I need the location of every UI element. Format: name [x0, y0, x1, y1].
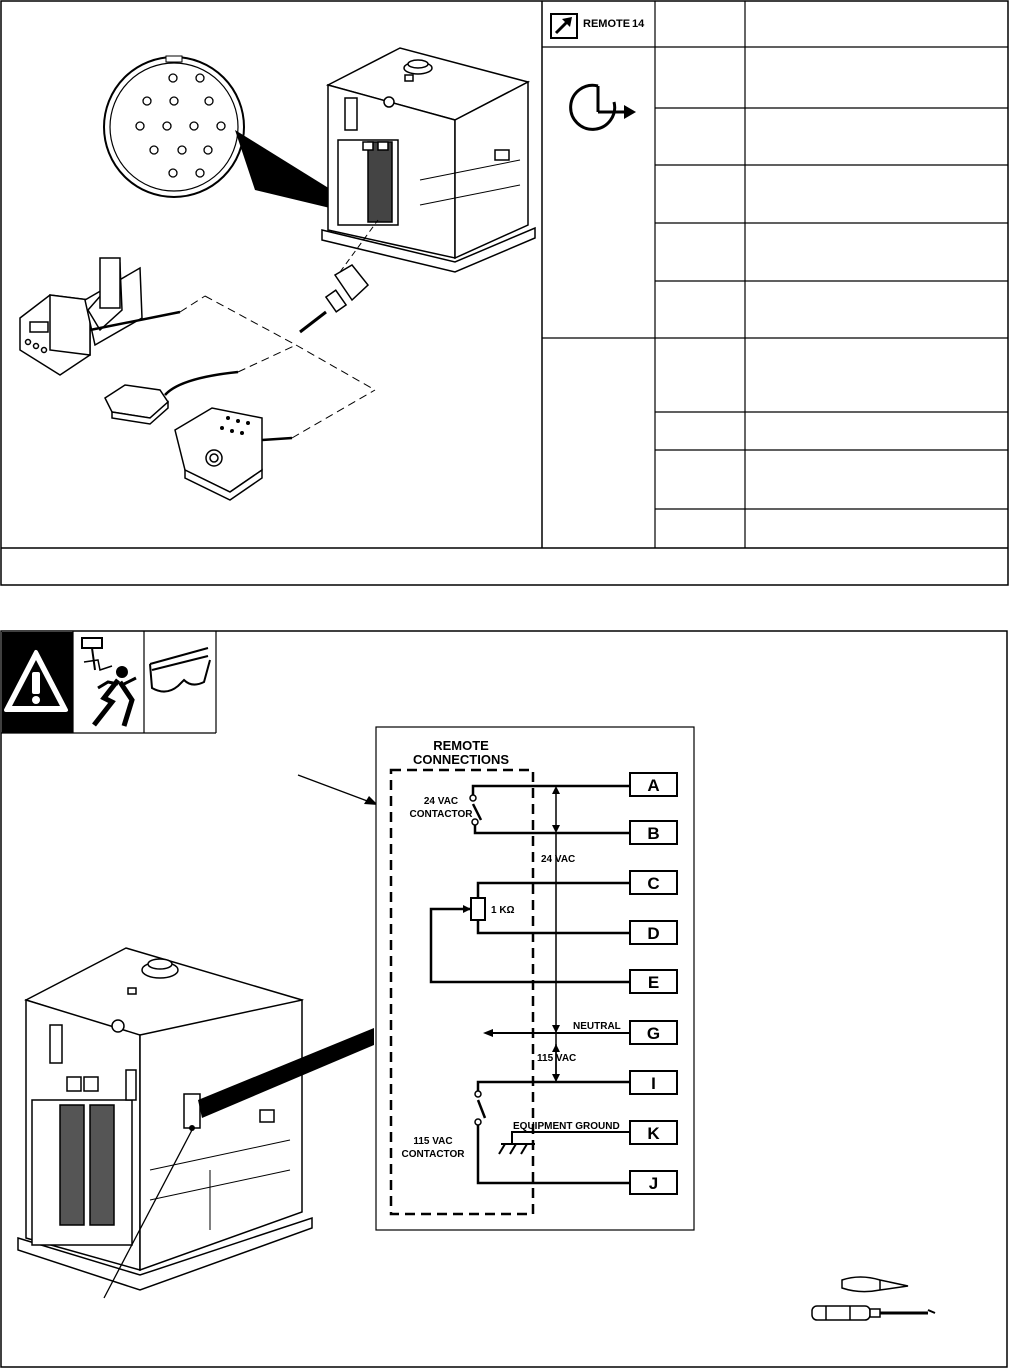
contactor-115-label-line2: CONTACTOR: [402, 1149, 466, 1160]
pin-c: C: [647, 874, 659, 893]
contactor-115-label-line1: 115 VAC: [413, 1136, 452, 1147]
voltage-24-label: 24 VAC: [541, 854, 575, 865]
bottom-panel: [0, 630, 1008, 1368]
wire-cutter-icon: [841, 1276, 909, 1293]
pin-k: K: [647, 1124, 660, 1143]
pin-j: J: [649, 1174, 658, 1193]
warning-icon: [2, 632, 73, 733]
pin-g: G: [647, 1024, 660, 1043]
neutral-label: NEUTRAL: [573, 1021, 621, 1032]
welder-generator-side-illustration: [17, 947, 313, 1291]
remote-foot-control-illustration: [174, 407, 263, 501]
foot-pedal-illustration: [104, 384, 169, 425]
equipment-ground-label: EQUIPMENT GROUND: [513, 1121, 620, 1132]
welder-generator-illustration: [321, 47, 536, 273]
pin-e: E: [648, 973, 659, 992]
output-icon: [569, 83, 636, 131]
remote-connections-schematic: A B C D E G I K J REMOTE CONNECTIONS 24 …: [375, 726, 695, 1231]
remote-arrow-icon: [550, 13, 578, 39]
remote-hand-control-illustration: [19, 257, 143, 376]
screwdriver-icon: [811, 1305, 936, 1321]
voltage-115-label: 115 VAC: [537, 1053, 576, 1064]
remote-number: 14: [632, 18, 645, 30]
schematic-title-line2: CONNECTIONS: [413, 752, 509, 767]
safety-glasses-icon: [149, 647, 211, 693]
remote-14-badge: REMOTE 14: [550, 13, 650, 39]
pin-a: A: [647, 776, 659, 795]
pin-d: D: [647, 924, 659, 943]
contactor-24-label-line1: 24 VAC: [424, 796, 458, 807]
schematic-title-line1: REMOTE: [433, 738, 489, 753]
pin-i: I: [651, 1074, 656, 1093]
remote-label: REMOTE: [583, 18, 631, 30]
pin-b: B: [647, 824, 659, 843]
contactor-24-label-line2: CONTACTOR: [410, 809, 474, 820]
plug-illustration: [299, 264, 370, 334]
top-panel: [0, 0, 1009, 586]
electric-shock-icon: [81, 637, 137, 727]
resistor-label: 1 KΩ: [491, 905, 515, 916]
